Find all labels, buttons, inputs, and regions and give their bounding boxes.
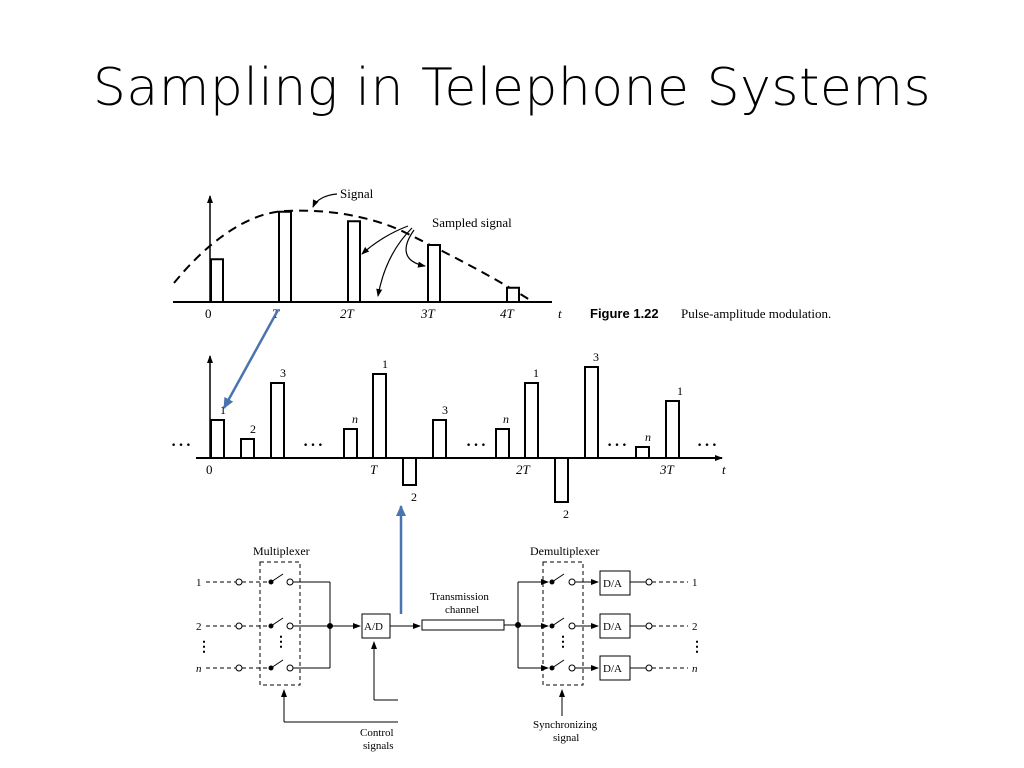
- sync-label-1: Synchronizing: [533, 719, 598, 731]
- tdm-pulse: [372, 373, 387, 459]
- sync-label-2: signal: [553, 732, 579, 744]
- demux-lines: [515, 573, 599, 672]
- tdm-pulse: [240, 438, 255, 459]
- tdm-tick-0: 0: [206, 462, 213, 477]
- tdm-pulse: [635, 446, 650, 459]
- input-label-1: 1: [196, 577, 202, 589]
- annotation-arrow-pam-to-tdm: [222, 309, 280, 409]
- input-label-n: n: [196, 663, 202, 675]
- pam-tick-3T: 3T: [420, 306, 436, 321]
- tdm-pulse: [432, 419, 447, 459]
- pam-sample-pulse: [506, 286, 520, 303]
- tdm-pulse: [270, 382, 285, 459]
- tdm-figure: 1 2 3 n 1 2 3 n 1 2 3 n 1 … … … … … 0 T 2T 3T t: [170, 350, 726, 521]
- tdm-pulse-label: 3: [593, 350, 599, 364]
- tdm-pulse-label: 1: [220, 403, 226, 417]
- signal-leader: [312, 193, 338, 208]
- tdm-pulse-label: 2: [563, 507, 569, 521]
- tdm-pulse: [210, 419, 225, 459]
- channel-label-1: Transmission: [430, 591, 489, 603]
- tdm-pulse: [584, 366, 599, 459]
- pam-tick-0: 0: [205, 306, 212, 321]
- control-signals-label-1: Control: [360, 727, 394, 739]
- tdm-ellipsis-1: …: [302, 426, 324, 451]
- control-signals-label-2: signals: [363, 740, 394, 752]
- dac-label-2: D/A: [603, 621, 622, 633]
- output-label-n: n: [692, 663, 698, 675]
- transmission-channel: [421, 619, 505, 631]
- mux-block-diagram: Multiplexer 1 2 n ⋮ ⋮: [196, 544, 704, 752]
- sampled-leader-1: [361, 225, 409, 255]
- output-vdots: ⋮: [690, 640, 704, 655]
- dac-label-1: D/A: [603, 578, 622, 590]
- tdm-pulse-label: 1: [382, 357, 388, 371]
- channel-label-2: channel: [445, 604, 479, 616]
- figure-caption-text: Pulse-amplitude modulation.: [681, 306, 831, 321]
- tdm-pulse: [524, 382, 539, 459]
- tdm-ellipsis-left: …: [170, 426, 192, 451]
- pam-pulses: [210, 210, 520, 303]
- demultiplexer-label: Demultiplexer: [530, 544, 599, 558]
- analog-signal-curve: [173, 209, 531, 301]
- tdm-pulse-label: n: [503, 412, 509, 426]
- adc-label: A/D: [364, 621, 383, 633]
- signal-label: Signal: [340, 186, 374, 201]
- tdm-pulse-label: 2: [250, 422, 256, 436]
- mux-input-lines: [206, 573, 361, 672]
- pam-sample-pulse: [347, 220, 361, 303]
- tdm-pulse-label: 2: [411, 490, 417, 504]
- pam-sample-pulse: [427, 244, 441, 303]
- tdm-ellipsis-3: …: [606, 426, 628, 451]
- tdm-pulse-label: 1: [533, 366, 539, 380]
- tdm-tick-T: T: [370, 462, 378, 477]
- output-label-1: 1: [692, 577, 698, 589]
- tdm-axis-var: t: [722, 462, 726, 477]
- tdm-pulse: [402, 457, 417, 486]
- tdm-pulse-label: n: [352, 412, 358, 426]
- sampled-signal-label: Sampled signal: [432, 215, 512, 230]
- output-label-2: 2: [692, 621, 698, 633]
- tdm-pulse-label: n: [645, 430, 651, 444]
- figure-caption-number: Figure 1.22: [590, 306, 659, 321]
- multiplexer-box: [259, 561, 301, 686]
- pam-sample-pulse: [210, 258, 224, 303]
- tdm-pulse: [495, 428, 510, 459]
- pam-tick-2T: 2T: [340, 306, 355, 321]
- tdm-ellipsis-2: …: [465, 426, 487, 451]
- pam-figure: 0 T 2T 3T 4T t Signal Sampled signal Fig…: [173, 186, 831, 321]
- tdm-tick-3T: 3T: [659, 462, 675, 477]
- tdm-pulses: [210, 366, 680, 503]
- tdm-pulse: [343, 428, 358, 459]
- tdm-pulse-label: 3: [442, 403, 448, 417]
- pam-axis-var: t: [558, 306, 562, 321]
- sampled-leader-3: [405, 229, 426, 268]
- demultiplexer-box: [542, 561, 584, 686]
- slide-title: Sampling in Telephone Systems: [92, 58, 932, 118]
- pam-sample-pulse: [278, 210, 292, 303]
- sampled-leader-2: [376, 227, 413, 297]
- tdm-ellipsis-right: …: [696, 426, 718, 451]
- input-label-2: 2: [196, 621, 202, 633]
- dac-block-1: [599, 570, 631, 596]
- tdm-pulse-label: 1: [677, 384, 683, 398]
- dac-label-n: D/A: [603, 663, 622, 675]
- mux-vdots: ⋮: [274, 635, 288, 650]
- tdm-pulse-label: 3: [280, 366, 286, 380]
- tdm-pulse: [665, 400, 680, 459]
- demux-output-lines: [630, 578, 688, 672]
- tdm-pulse: [554, 457, 569, 503]
- multiplexer-label: Multiplexer: [253, 544, 310, 558]
- input-vdots: ⋮: [197, 640, 211, 655]
- demux-vdots: ⋮: [556, 635, 570, 650]
- pam-tick-4T: 4T: [500, 306, 515, 321]
- tdm-pulse-labels: 1 2 3 n 1 2 3 n 1 2 3 n 1: [220, 350, 683, 521]
- tdm-tick-2T: 2T: [516, 462, 531, 477]
